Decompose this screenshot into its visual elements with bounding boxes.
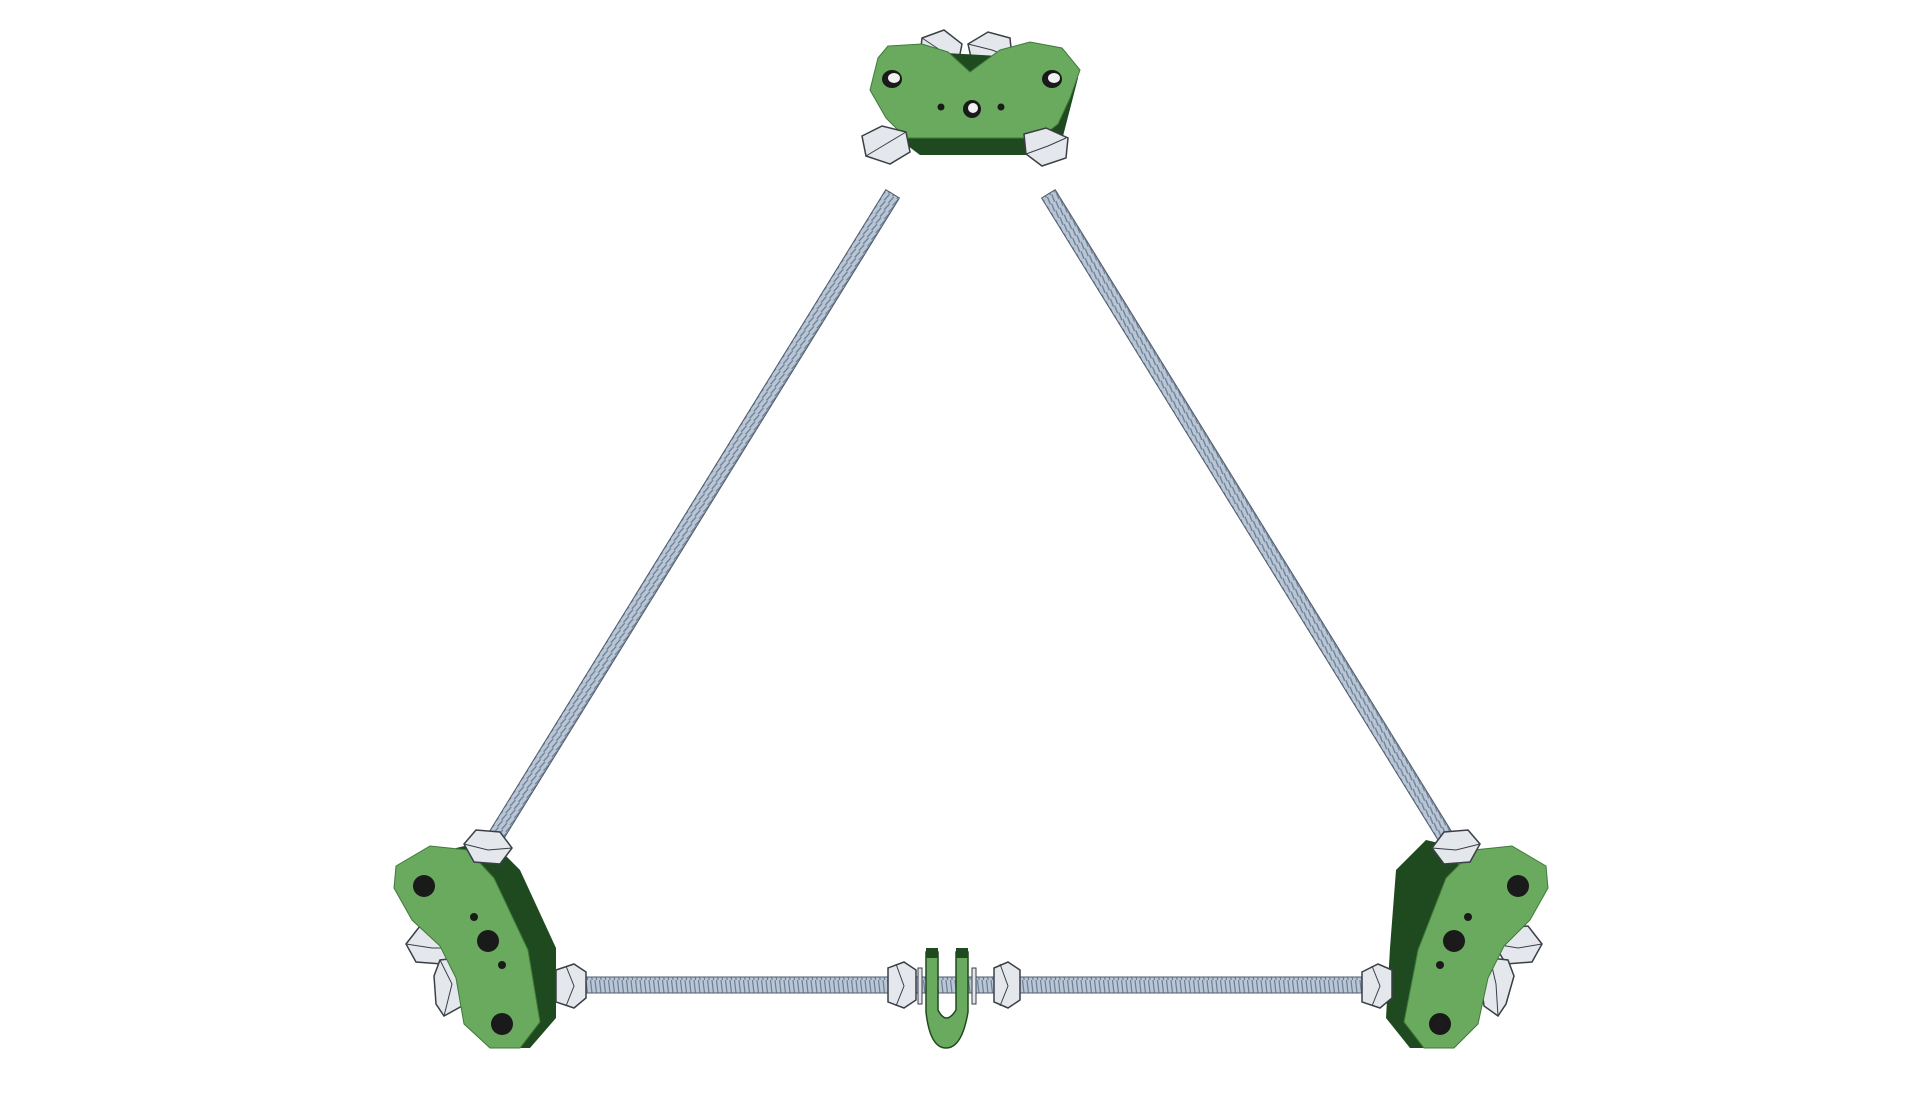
threaded-rod-right [1040,188,1461,854]
center-hole [477,930,499,952]
hex-nut [1361,963,1393,1009]
hex-nut [463,829,513,865]
mounting-hole [413,875,435,897]
corner-bracket-bottom-left [393,829,587,1049]
center-u-clip [887,948,1021,1049]
hex-nut [1431,829,1481,865]
threaded-rod-left [480,188,901,854]
hex-nut [1023,127,1069,167]
hex-nut [887,961,917,1009]
mounting-hole [1507,875,1529,897]
mounting-hole [1429,1013,1451,1035]
center-hole [1443,930,1465,952]
corner-bracket-bottom-right [1361,829,1549,1049]
corner-bracket-top [861,29,1081,167]
hex-nut [861,125,911,165]
bracket-plate [869,41,1081,139]
hex-nut [555,963,587,1009]
hex-nut [993,961,1021,1009]
mounting-hole [491,1013,513,1035]
